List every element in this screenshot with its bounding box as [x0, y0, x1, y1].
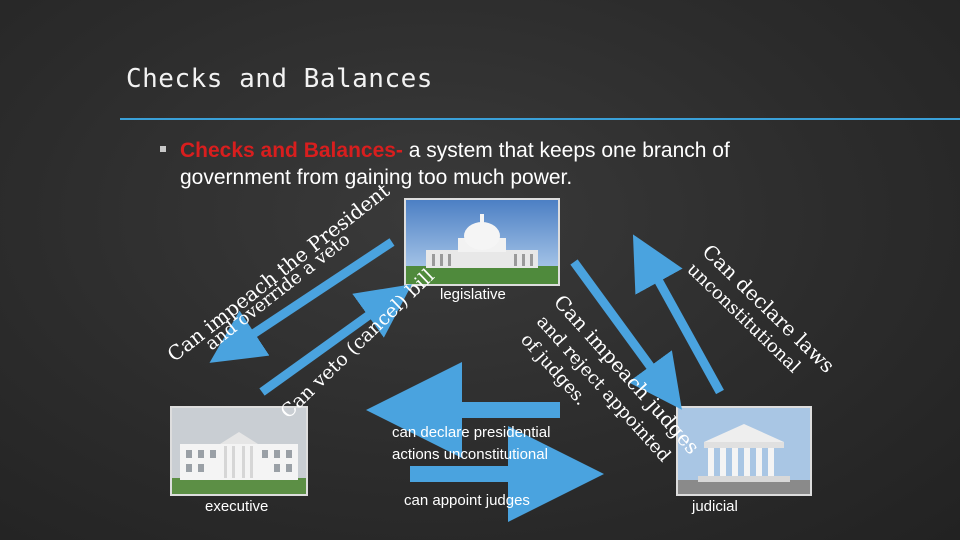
definition-line-2: government from gaining too much power. [180, 166, 573, 189]
capitol-image [404, 198, 560, 286]
slide-title: Checks and Balances [126, 64, 433, 94]
capitol-drawing [406, 200, 558, 284]
white-house-image [170, 406, 308, 496]
label-judicial: judicial [692, 498, 738, 515]
arrow-jud-to-leg [632, 234, 724, 395]
definition-line-1: Checks and Balances- a system that keeps… [180, 138, 730, 164]
supreme-court-image [676, 406, 812, 496]
check-jud-on-exec-2: actions unconstitutional [392, 446, 548, 463]
check-jud-on-exec-1: can declare presidential [392, 424, 551, 441]
arrow-leg-to-jud [570, 259, 682, 410]
bullet-marker [160, 146, 166, 152]
label-legislative: legislative [440, 286, 506, 303]
arrow-exec-to-leg [259, 284, 412, 396]
definition-text-1: a system that keeps one branch of [402, 139, 730, 162]
label-executive: executive [205, 498, 269, 515]
definition-term: Checks and Balances- [180, 139, 403, 162]
supreme-court-drawing [678, 408, 810, 494]
check-exec-on-jud: can appoint judges [404, 492, 530, 509]
arrow-leg-to-exec [209, 238, 395, 363]
white-house-drawing [172, 408, 306, 494]
title-underline [120, 118, 960, 120]
